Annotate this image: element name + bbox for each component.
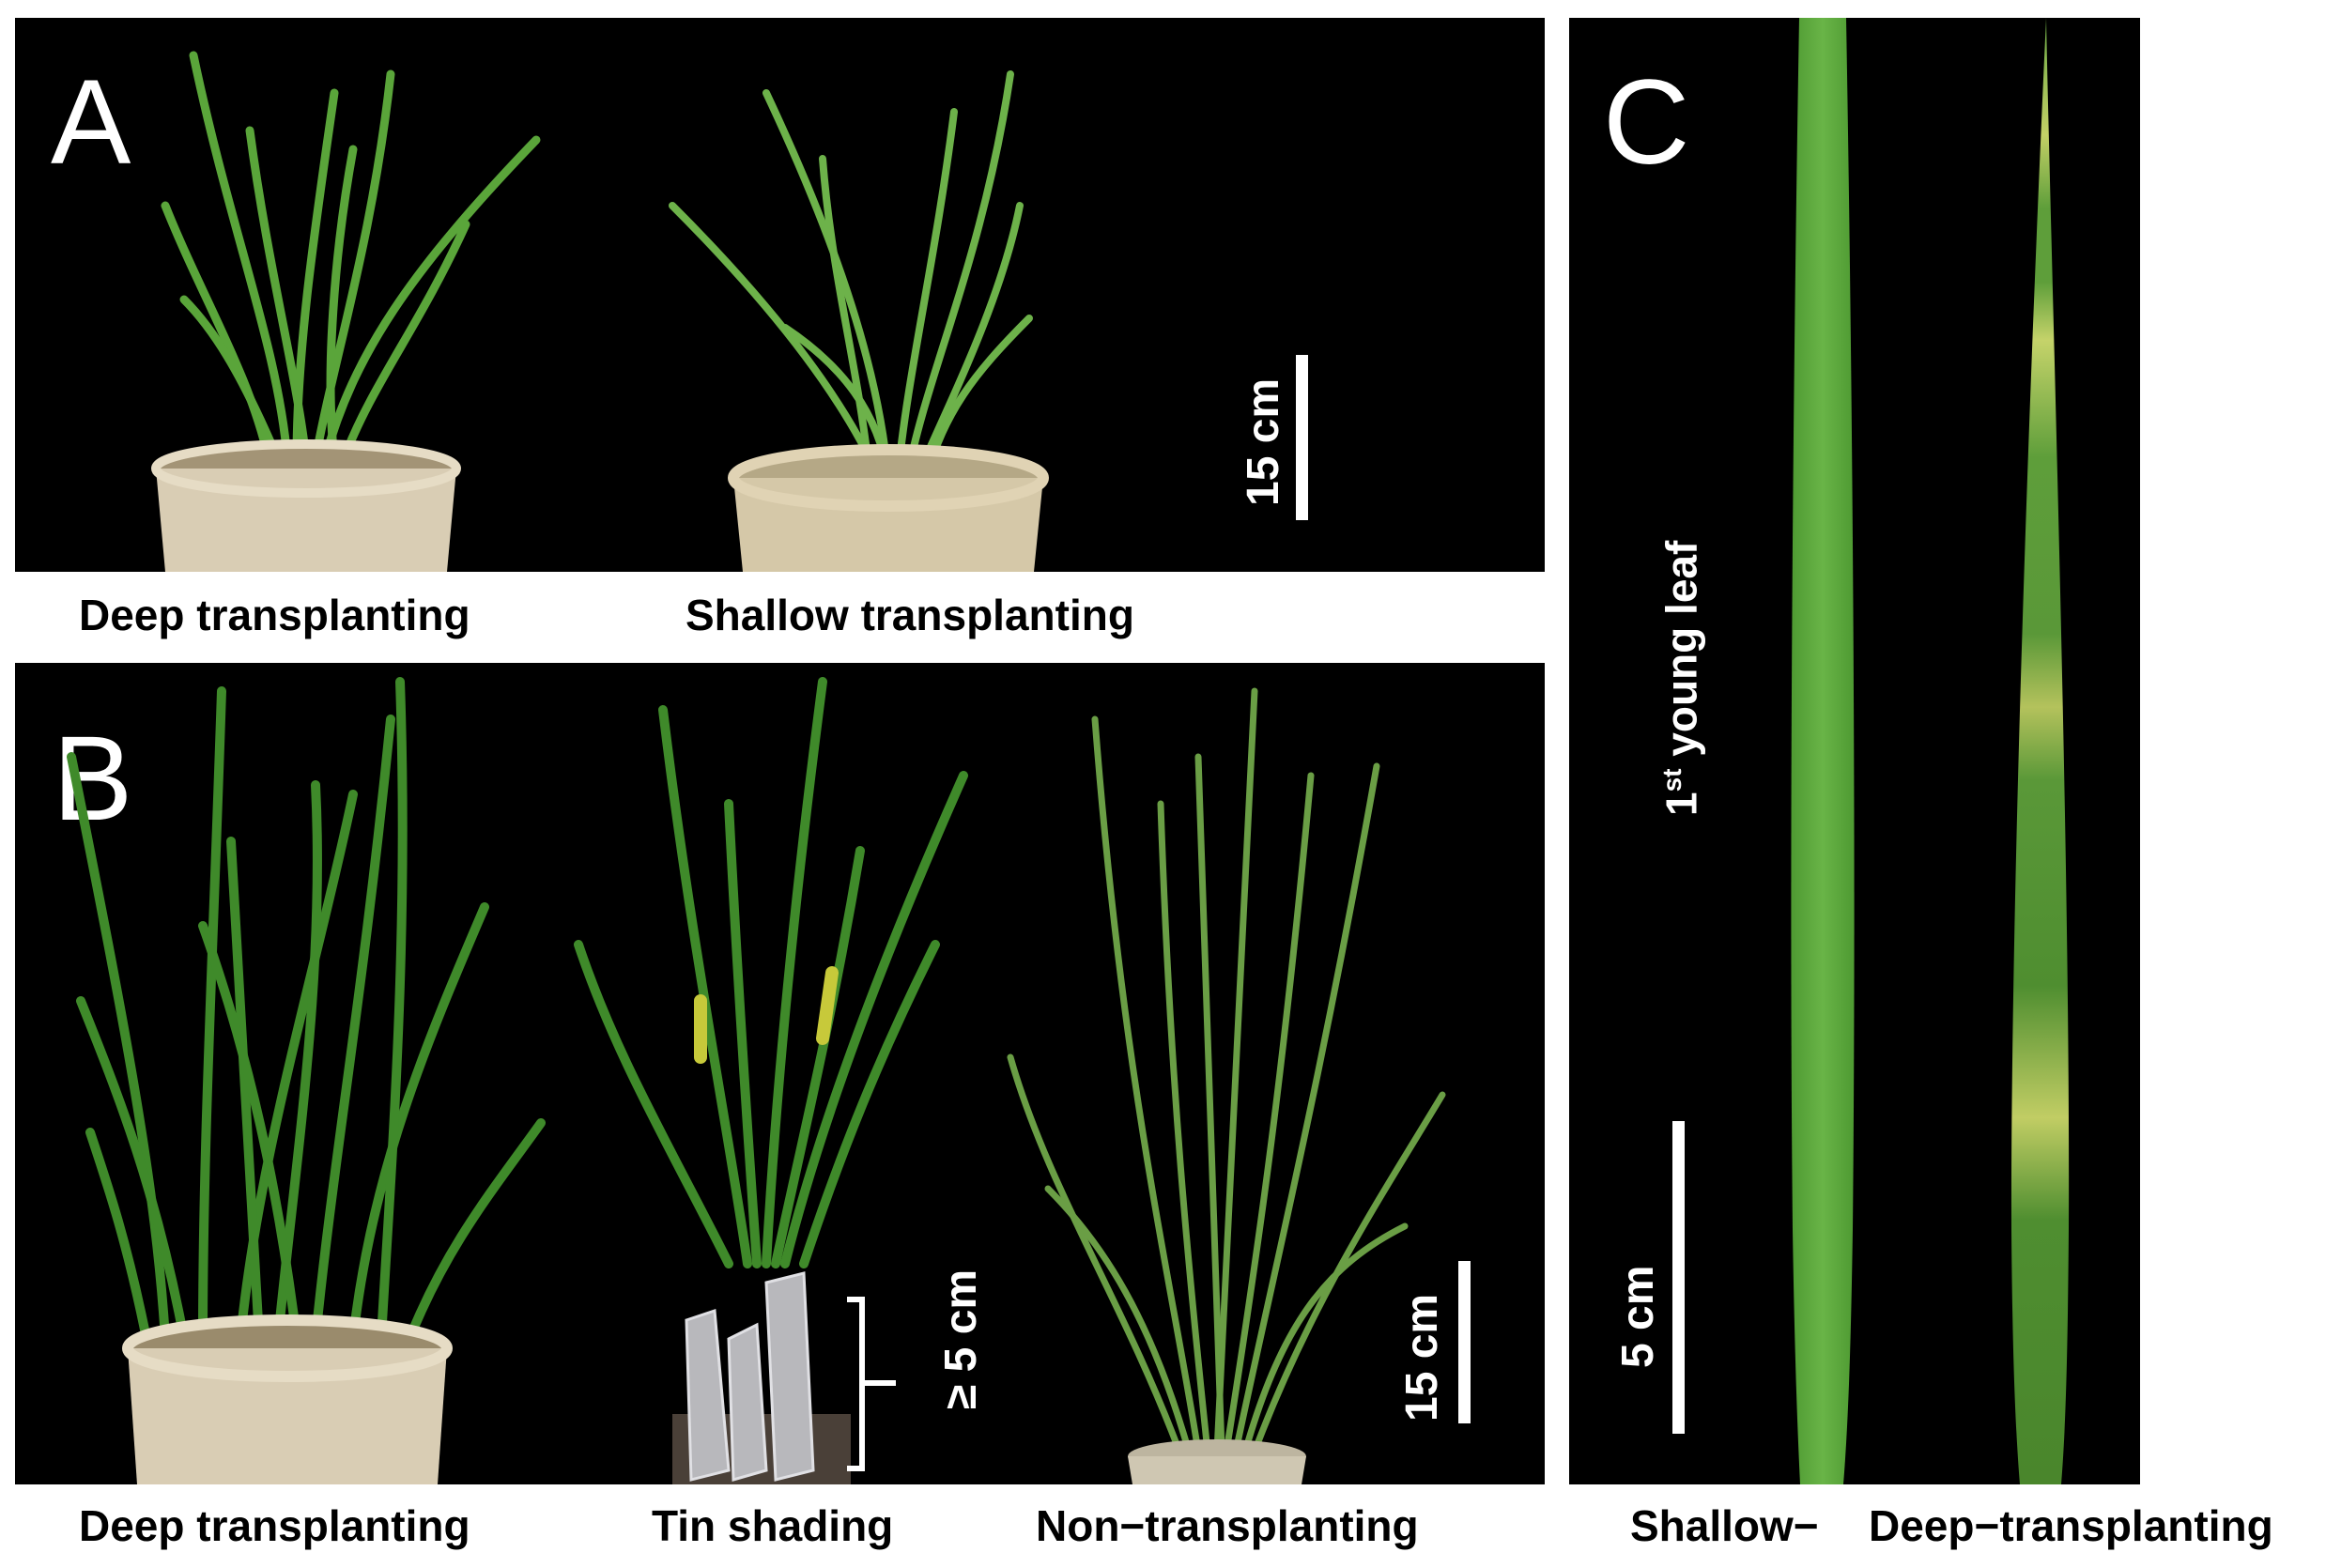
height-bracket [847, 1297, 896, 1471]
panel-c: C [1569, 18, 2140, 1484]
leaf-label-base: 1 [1656, 792, 1706, 816]
scale-bar-b [1458, 1261, 1471, 1423]
scale-bar-c [1672, 1121, 1685, 1434]
deep-transplant-plant-a [151, 51, 541, 572]
caption-a-shallow: Shallow transplanting [685, 591, 1134, 639]
caption-c-shallow: Shallow− [1630, 1501, 1819, 1550]
leaf-label-rest: young leaf [1656, 540, 1706, 769]
panel-letter-c: C [1603, 55, 1690, 190]
scale-bar-a [1296, 355, 1308, 520]
panel-b: B [15, 663, 1545, 1484]
scale-label-c: 5 cm [1613, 1265, 1663, 1368]
scale-label-b: 15 cm [1397, 1293, 1447, 1422]
scale-label-a: 15 cm [1239, 377, 1288, 506]
panel-a: A [15, 18, 1545, 572]
leaf-label: 1st young leaf [1656, 540, 1706, 816]
panel-letter-b: B [53, 712, 133, 846]
caption-b-non: Non−transplanting [1036, 1501, 1419, 1550]
panel-b-photo [67, 677, 1446, 1484]
leaf-label-sup: st [1657, 768, 1687, 792]
tin-shading-plant-b [574, 677, 968, 1484]
deep-transplant-plant-b [67, 677, 546, 1484]
non-transplanting-plant-b [1007, 687, 1446, 1484]
caption-b-tin: Tin shading [652, 1501, 894, 1550]
caption-c-deep: Deep−transplanting [1869, 1501, 2273, 1550]
panel-a-photo [151, 51, 1049, 572]
shallow-transplant-plant-a [669, 70, 1049, 572]
shallow-leaf [1791, 18, 1855, 1484]
leaf-photo [1791, 18, 2070, 1484]
caption-a-deep: Deep transplanting [79, 591, 470, 639]
deep-leaf [2010, 18, 2070, 1484]
panel-letter-a: A [51, 55, 131, 190]
bracket-label: ≥ 5 cm [936, 1268, 986, 1409]
caption-b-deep: Deep transplanting [79, 1501, 470, 1550]
